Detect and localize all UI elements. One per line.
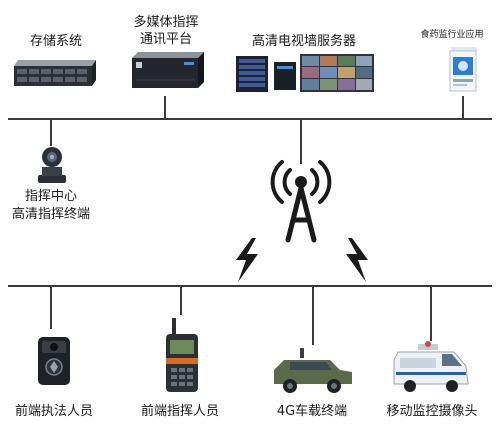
- vehicle-label: 4G车载终端: [276, 404, 348, 419]
- lightning-bolt-icon-left: [236, 238, 258, 282]
- mobile-monitor-label: 移动监控摄像头: [386, 404, 478, 419]
- body-camera-icon: [38, 337, 70, 385]
- storage-label: 存储系统: [29, 34, 82, 49]
- multimedia-label-line1: 多媒体指挥: [133, 15, 199, 30]
- radio-label: 前端指挥人员: [140, 404, 219, 419]
- connector-multimedia: [164, 96, 166, 118]
- connector-vehicle: [312, 287, 314, 345]
- signal-tower-icon: [270, 160, 332, 243]
- vehicle-4g-icon: [274, 348, 352, 393]
- connector-mobile-monitor: [430, 287, 432, 341]
- lightning-bolt-icon-right: [346, 238, 368, 282]
- multimedia-platform-icon: [132, 52, 204, 88]
- command-center-label-line2: 高清指挥终端: [11, 207, 90, 222]
- ptz-camera-icon: [38, 147, 66, 183]
- handheld-radio-icon: [166, 318, 198, 392]
- multimedia-label-line2: 通讯平台: [139, 32, 192, 47]
- bottom-network-line: [8, 285, 492, 287]
- top-network-line: [8, 118, 492, 120]
- storage-server-icon: [14, 60, 96, 86]
- command-center-label-line1: 指挥中心: [24, 189, 77, 204]
- connector-radio: [180, 287, 182, 315]
- food-drug-label: 食药监行业应用: [420, 30, 484, 40]
- video-wall-server-icon: [236, 54, 374, 92]
- video-wall-label: 高清电视墙服务器: [251, 34, 356, 49]
- connector-food-drug: [462, 96, 464, 118]
- monitoring-van-icon: [393, 341, 469, 392]
- connector-body-cam: [50, 287, 52, 329]
- body-cam-label: 前端执法人员: [14, 404, 93, 419]
- connector-tower: [300, 120, 302, 164]
- food-drug-app-icon: [449, 47, 478, 92]
- connector-camera: [50, 120, 52, 146]
